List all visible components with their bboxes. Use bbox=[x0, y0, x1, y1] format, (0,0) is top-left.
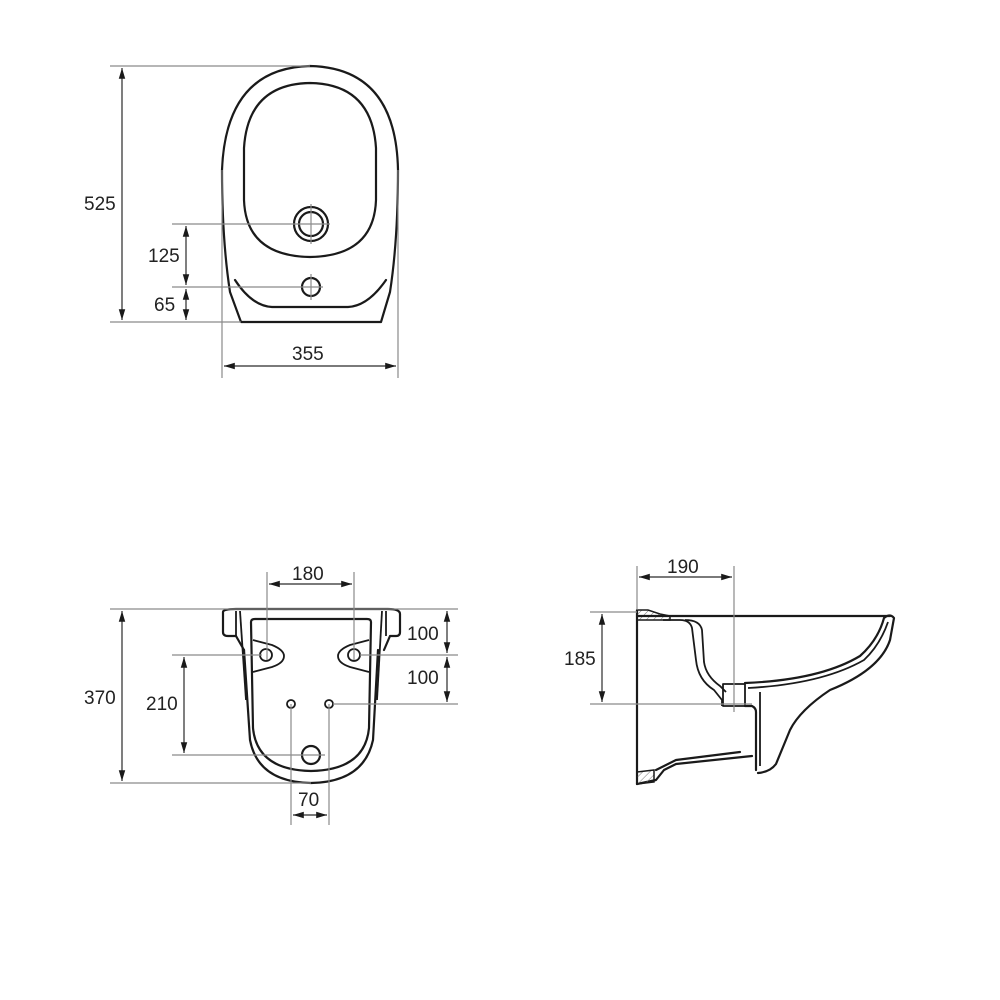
side-bowl-outline bbox=[743, 614, 896, 775]
side-view: 190 185 bbox=[564, 557, 896, 786]
dim-waste-to-back: 65 bbox=[154, 295, 175, 316]
dim-tap-hole-to-back: 125 bbox=[148, 246, 180, 267]
dim-wall-to-waste: 190 bbox=[667, 557, 699, 578]
bowl-inner-outline bbox=[242, 81, 378, 259]
dim-fixing-spacing: 180 bbox=[292, 564, 324, 585]
dim-fixing-to-supply: 100 bbox=[407, 668, 439, 689]
bowl-outer-outline bbox=[220, 64, 400, 324]
fixing-lug-right bbox=[337, 639, 370, 673]
dim-fixing-to-waste: 210 bbox=[146, 694, 178, 715]
top-view: 525 125 65 355 bbox=[84, 64, 400, 378]
dim-overall-width: 355 bbox=[292, 344, 324, 365]
dim-top-to-waste: 185 bbox=[564, 649, 596, 670]
dim-top-to-fixing: 100 bbox=[407, 624, 439, 645]
fixing-lug-left bbox=[252, 639, 285, 673]
dim-overall-height: 370 bbox=[84, 688, 116, 709]
dim-overall-length: 525 bbox=[84, 194, 116, 215]
rear-view: 180 100 100 370 210 70 bbox=[84, 564, 458, 825]
deck-curve bbox=[233, 278, 388, 309]
dim-supply-spacing: 70 bbox=[298, 790, 319, 811]
rear-inner-outline bbox=[249, 617, 373, 773]
rear-top-flange bbox=[221, 607, 402, 652]
